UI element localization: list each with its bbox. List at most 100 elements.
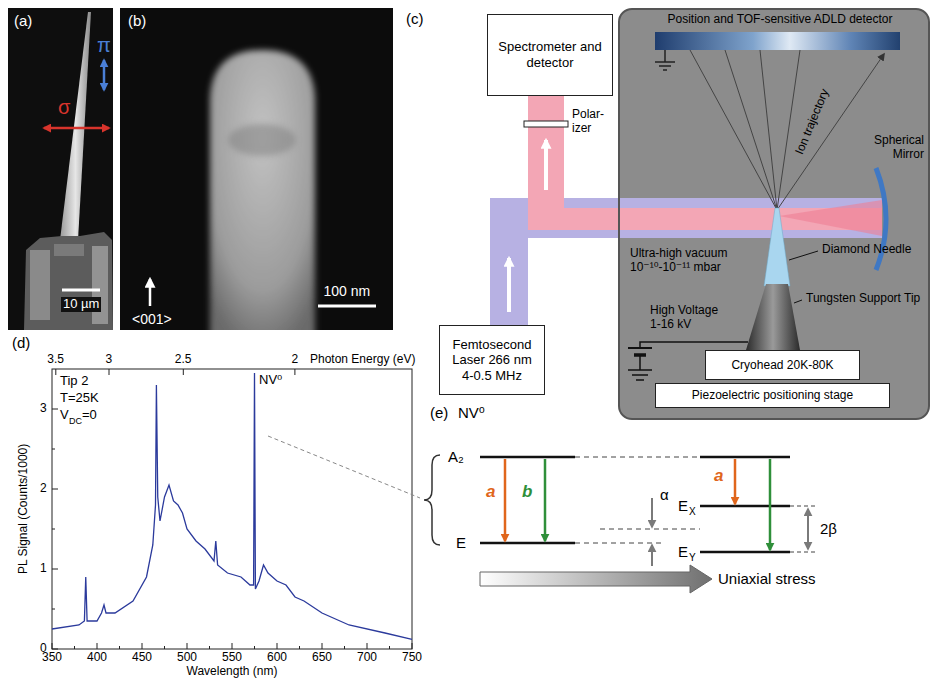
level-guide — [575, 543, 665, 544]
laser-box: Femtosecond Laser 266 nm 4-0.5 MHz — [439, 325, 545, 395]
ground-symbol — [655, 50, 675, 70]
direction-arrow — [149, 279, 152, 306]
peak-label: NV⁰ — [259, 373, 282, 388]
energy-level — [480, 456, 575, 459]
node-text: Piezoelectric positioning stage — [692, 388, 853, 402]
plot-note: Tip 2 — [60, 374, 88, 389]
needle-image — [60, 12, 91, 240]
energy-level — [700, 456, 790, 459]
transition-arrow — [544, 459, 547, 541]
shift-arrow — [651, 545, 653, 566]
axis-title: Wavelength (nm) — [187, 665, 278, 679]
axis-tick: 1 — [40, 562, 47, 576]
axis-tick: 650 — [312, 651, 332, 665]
transition-label: a — [714, 466, 723, 486]
scale-bar — [318, 305, 376, 308]
detector-bar: Position and TOF-sensitive ADLD detector — [640, 12, 920, 52]
plot-note: V — [60, 408, 69, 423]
beam-arrow — [544, 140, 548, 190]
axis-tick: 550 — [222, 651, 242, 665]
part-label: Tungsten Support Tip — [806, 292, 920, 306]
battery-symbol — [628, 347, 652, 349]
level-label: E — [678, 543, 688, 560]
ion-line — [777, 50, 800, 210]
level-subscript: Y — [689, 552, 696, 564]
polarization-label: π — [97, 34, 111, 57]
polarization-arrow — [44, 127, 109, 130]
transition-arrow — [734, 459, 737, 504]
level-label: E — [678, 497, 688, 514]
scale-label: 100 nm — [324, 283, 371, 299]
plot-note: DC — [69, 416, 82, 426]
stress-label: Uniaxial stress — [718, 570, 816, 587]
vacuum-chamber: Ultra-high vacuum 10⁻¹⁰-10⁻¹¹ mbar Positi… — [618, 8, 930, 420]
node-text: Position and TOF-sensitive ADLD detector — [640, 12, 920, 26]
axis-tick: 450 — [132, 651, 152, 665]
splitting-arrow — [807, 509, 809, 549]
tungsten-tip — [746, 284, 800, 350]
ground-symbol — [628, 355, 652, 380]
detector-plate — [655, 32, 900, 50]
axis-tick: 2 — [291, 353, 298, 367]
tip-texture — [228, 124, 296, 156]
level-subscript: X — [689, 506, 696, 518]
tip-shape — [210, 50, 315, 330]
level-guide — [575, 457, 700, 458]
transition-label: a — [486, 482, 495, 502]
ion-line — [725, 50, 777, 210]
level-label: A₂ — [448, 448, 464, 465]
panel-label: (e) — [430, 404, 448, 421]
axis-tick: 700 — [357, 651, 377, 665]
cryohead-box: Cryohead 20K-80K — [705, 350, 860, 380]
axis-tick: 3.5 — [47, 353, 64, 367]
level-guide — [600, 529, 700, 530]
shift-label: α — [660, 486, 669, 503]
node-text: Ultra-high vacuum 10⁻¹⁰-10⁻¹¹ mbar — [630, 246, 744, 275]
part-label: High Voltage 1-16 kV — [650, 304, 732, 332]
polarization-label: σ — [58, 96, 70, 119]
sem-image-a — [8, 8, 113, 330]
axis-tick: 750 — [402, 651, 422, 665]
energy-level — [700, 505, 790, 508]
plot-frame — [52, 369, 412, 649]
scale-label: 10 µm — [61, 297, 101, 312]
sem-image-b — [120, 8, 393, 340]
panel-title: NV⁰ — [458, 404, 485, 421]
beam-arrow — [507, 258, 511, 312]
axis-ticks — [52, 369, 412, 649]
axis-tick: 500 — [177, 651, 197, 665]
ion-line — [690, 50, 777, 210]
direction-label: <001> — [132, 311, 172, 327]
axis-tick: 600 — [267, 651, 287, 665]
transition-arrow — [769, 459, 772, 550]
support-texture — [30, 250, 50, 320]
sem-background — [8, 8, 113, 330]
diamond-needle — [764, 208, 790, 286]
spectrum-plot — [52, 369, 412, 649]
node-text: Cryohead 20K-80K — [731, 358, 833, 372]
plot-note: =0 — [82, 408, 97, 423]
ion-trajectories — [690, 50, 884, 210]
level-diagram — [424, 455, 815, 593]
polarizer — [524, 121, 568, 127]
axis-tick: 3 — [40, 402, 47, 416]
energy-level — [700, 551, 790, 554]
energy-level — [480, 542, 575, 545]
support-image — [24, 232, 113, 330]
spectrum-line — [52, 373, 412, 639]
transition-label: b — [522, 482, 532, 502]
splitting-label: 2β — [820, 520, 837, 537]
panel-label: (b) — [128, 12, 146, 29]
panel-label: (a) — [14, 12, 32, 29]
axis-tick: 2.5 — [175, 353, 192, 367]
support-texture — [54, 244, 84, 256]
leader-line — [789, 251, 818, 260]
plot-note: T=25K — [60, 391, 99, 406]
axis-title: Photon Energy (eV) — [310, 353, 415, 367]
tip-image — [210, 50, 315, 330]
level-guide — [790, 506, 815, 507]
node-text: Spectrometer and detector — [494, 39, 606, 70]
ion-line — [760, 50, 777, 210]
panel-label: (c) — [406, 10, 424, 27]
